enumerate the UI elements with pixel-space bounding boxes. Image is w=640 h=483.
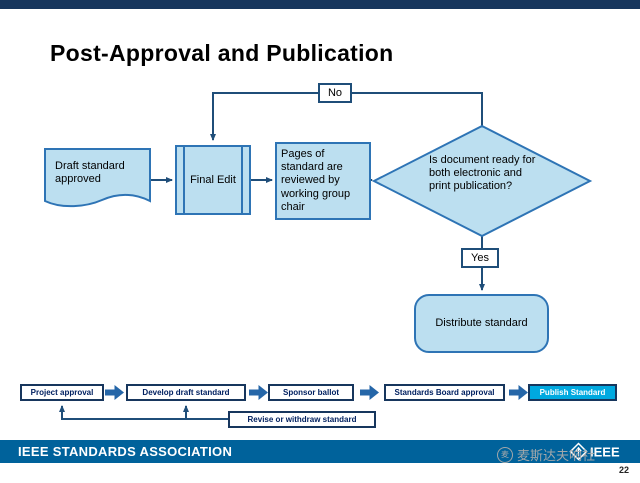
page-number: 22 — [618, 465, 629, 475]
final-edit-label: Final Edit — [190, 174, 236, 186]
shape-final-edit — [175, 145, 251, 215]
pages-review-label: Pages of standard are reviewed by workin… — [281, 148, 351, 213]
top-accent-bar — [0, 0, 640, 9]
process-step-develop-draft: Develop draft standard — [126, 384, 246, 401]
draft-standard-label: Draft standard approved — [55, 160, 125, 186]
ieee-logo: IEEE — [569, 442, 620, 461]
org-name: IEEE STANDARDS ASSOCIATION — [18, 444, 233, 459]
page-title: Post-Approval and Publication — [50, 40, 394, 66]
process-step-sponsor-ballot: Sponsor ballot — [268, 384, 354, 401]
connector-revise-to-project — [59, 405, 228, 420]
shape-decision-diamond — [371, 124, 593, 238]
ieee-logo-text: IEEE — [590, 445, 620, 460]
shape-distribute — [414, 294, 549, 353]
process-step-standards-board: Standards Board approval — [384, 384, 505, 401]
watermark-seal-icon: 麦 — [497, 446, 513, 463]
shape-draft-document — [44, 148, 151, 208]
watermark-text: 麦斯达夫响社 — [517, 448, 596, 463]
distribute-label: Distribute standard — [435, 317, 528, 329]
process-step-project-approval: Project approval — [20, 384, 104, 401]
no-badge: No — [318, 83, 352, 103]
yes-badge: Yes — [461, 248, 499, 268]
footer-bar: IEEE STANDARDS ASSOCIATION IEEE — [0, 440, 640, 463]
watermark: 麦 麦斯达夫响社 — [497, 445, 595, 464]
process-step-publish-standard: Publish Standard — [528, 384, 617, 401]
decision-label: Is document ready for both electronic an… — [429, 154, 536, 193]
ieee-arrow-icon — [575, 446, 582, 456]
ieee-kite-icon — [569, 442, 588, 461]
revise-withdraw-box: Revise or withdraw standard — [228, 411, 376, 428]
shape-pages-review — [275, 142, 371, 220]
